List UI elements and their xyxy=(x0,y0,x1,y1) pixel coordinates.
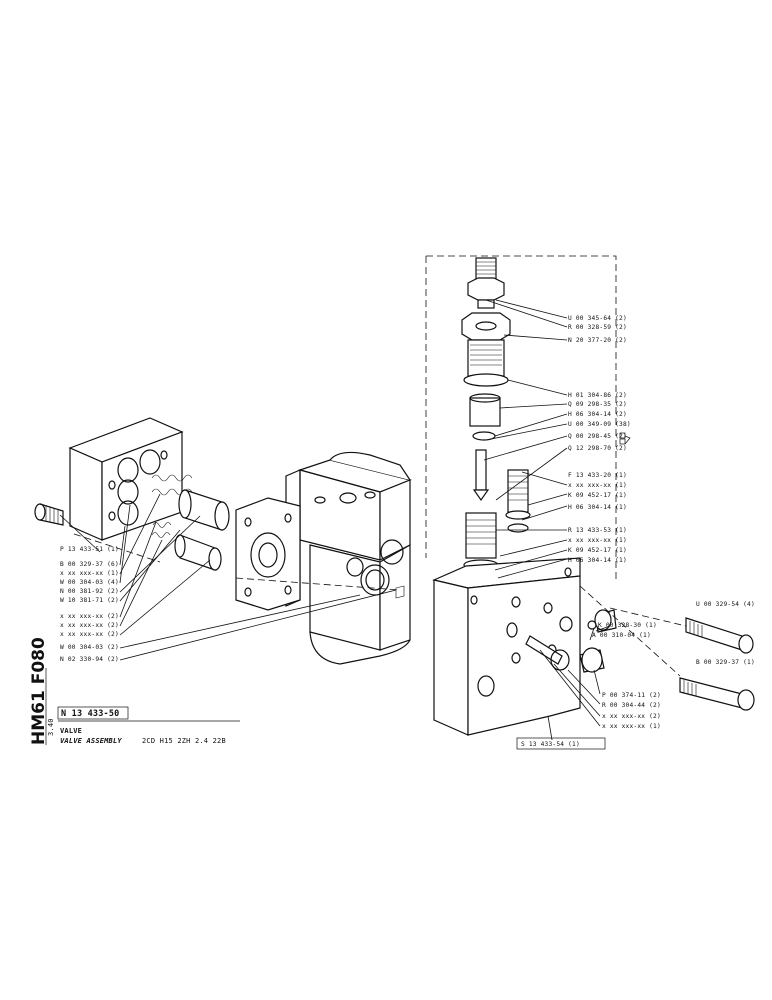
callout-right-11: x xx xxx-xx (1) xyxy=(568,482,627,489)
callout-bolt-2: B 00 329-37 (1) xyxy=(696,659,755,666)
flange-plate xyxy=(68,417,184,541)
side-code-block: HM61 F080 3.40 xyxy=(29,637,55,745)
title-block: N 13 433-50 VALVE VALVE ASSEMBLY 2CD H15… xyxy=(57,706,240,745)
base-callouts: K 00 328-30 (1) A 00 310-04 (1) P 00 374… xyxy=(592,622,661,730)
mount-line-4 xyxy=(73,533,161,563)
callout-right-12: K 09 452-17 (1) xyxy=(568,492,627,499)
callout-right-6: H 06 304-14 (2) xyxy=(568,411,627,418)
callout-left-3: x xx xxx-xx (1) xyxy=(60,570,119,577)
exploded-view-frame xyxy=(425,255,617,580)
spec-code: 2CD H15 2ZH 2.4 22B xyxy=(142,737,226,745)
valve-housing xyxy=(235,451,412,665)
left-leader-lines xyxy=(59,493,397,661)
callout-left-4: W 00 304-03 (4) xyxy=(60,579,119,586)
callout-left-6: W 10 381-71 (2) xyxy=(60,597,119,604)
mount-line-3 xyxy=(235,577,401,591)
cartridge-stack xyxy=(461,257,531,571)
callout-right-3: N 20 377-20 (2) xyxy=(568,337,627,344)
callout-right-9: Q 12 298-70 (2) xyxy=(568,445,627,452)
callout-base-1: K 00 328-30 (1) xyxy=(598,622,657,629)
callout-left-7: x xx xxx-xx (2) xyxy=(60,613,119,620)
callout-left-11: N 02 330-94 (2) xyxy=(60,656,119,663)
assembly-ref-text: S 13 433-54 (1) xyxy=(521,741,580,748)
callout-base-2: A 00 310-04 (1) xyxy=(592,632,651,639)
callout-right-17: H 06 304-14 (1) xyxy=(568,557,627,564)
callout-right-7: U 00 349-09 (38) xyxy=(568,421,631,428)
valve-base-block xyxy=(432,557,617,736)
callout-right-8: Q 00 298-45 (2) xyxy=(568,433,627,440)
title-valve: VALVE xyxy=(60,727,82,735)
bracket-symbol xyxy=(619,432,631,445)
callout-right-13: H 06 304-14 (1) xyxy=(568,504,627,511)
callout-right-2: R 00 328-59 (2) xyxy=(568,324,627,331)
callout-right-4: H 01 304-86 (2) xyxy=(568,392,627,399)
callout-left-2: B 00 329-37 (6) xyxy=(60,561,119,568)
callout-right-15: x xx xxx-xx (1) xyxy=(568,537,627,544)
main-part-number: N 13 433-50 xyxy=(61,709,120,719)
bolt-callouts: U 00 329-54 (4) B 00 329-37 (1) xyxy=(696,601,755,666)
callout-base-5: x xx xxx-xx (2) xyxy=(602,713,661,720)
left-callouts: P 13 433-51 (1) B 00 329-37 (6) x xx xxx… xyxy=(60,546,119,663)
callout-left-5: N 00 381-92 (2) xyxy=(60,588,119,595)
callout-base-3: P 00 374-11 (2) xyxy=(602,692,661,699)
callout-right-16: K 09 452-17 (1) xyxy=(568,547,627,554)
callout-right-10: F 13 433-20 (1) xyxy=(568,472,627,479)
long-bolts xyxy=(679,617,755,711)
callout-right-5: Q 09 298-35 (2) xyxy=(568,401,627,408)
callout-left-1: P 13 433-51 (1) xyxy=(60,546,119,553)
side-code: HM61 F080 xyxy=(29,637,49,745)
callout-base-4: R 00 304-44 (2) xyxy=(602,702,661,709)
right-callouts: U 00 345-64 (2) R 00 328-59 (2) N 20 377… xyxy=(568,315,631,564)
callout-base-6: x xx xxx-xx (1) xyxy=(602,723,661,730)
callout-bolt-1: U 00 329-54 (4) xyxy=(696,601,755,608)
callout-left-9: x xx xxx-xx (2) xyxy=(60,631,119,638)
callout-left-8: x xx xxx-xx (2) xyxy=(60,622,119,629)
mount-line-1 xyxy=(609,607,687,627)
callout-right-1: U 00 345-64 (2) xyxy=(568,315,627,322)
callout-left-10: W 00 304-03 (2) xyxy=(60,644,119,651)
right-leader-lines xyxy=(483,299,611,741)
title-valve-assembly: VALVE ASSEMBLY xyxy=(60,737,122,745)
mount-line-2 xyxy=(579,585,681,677)
sub-code: 3.40 xyxy=(47,718,55,736)
assembly-ref: S 13 433-54 (1) xyxy=(516,737,606,750)
flange-bolt xyxy=(34,503,64,526)
callout-right-14: R 13 433-53 (1) xyxy=(568,527,627,534)
